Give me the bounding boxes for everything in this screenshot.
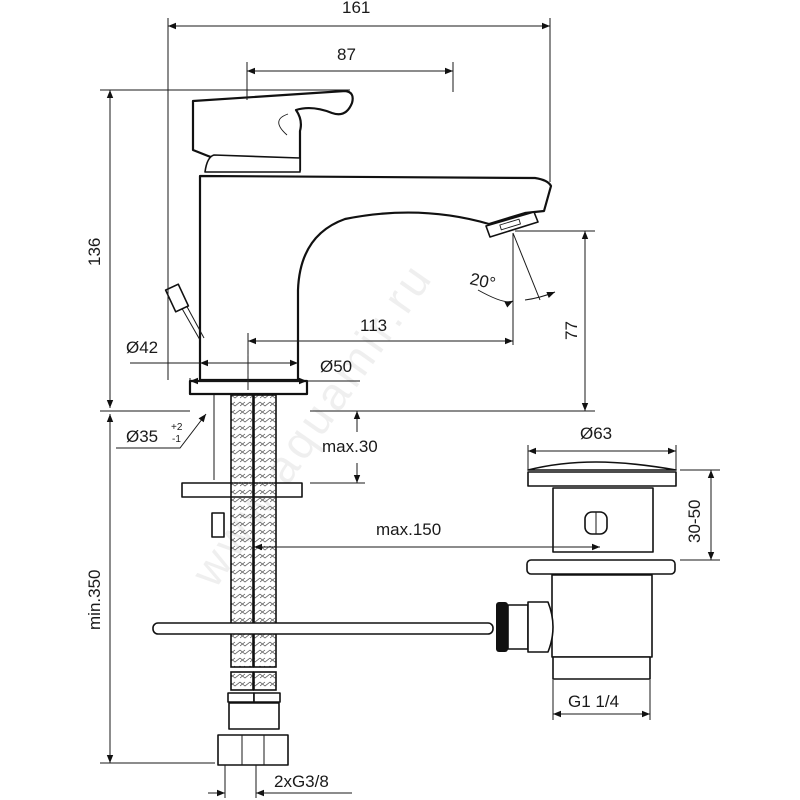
aerator	[485, 211, 539, 238]
dim-base-body-diameter: Ø42	[126, 338, 158, 357]
dim-overall-height: 136	[85, 238, 104, 266]
lift-rod	[152, 622, 494, 635]
dim-base-plate-diameter: Ø50	[320, 357, 352, 376]
pop-up-waste	[496, 461, 677, 680]
faucet-body	[198, 174, 553, 382]
dim-hole-tolerance-upper: +2	[171, 422, 183, 433]
dimension-lines	[100, 18, 720, 798]
lift-rod-knob	[164, 283, 190, 313]
dim-hole-tolerance-lower: -1	[172, 434, 181, 445]
supply-nut	[217, 734, 289, 766]
dim-handle-length: 87	[337, 45, 356, 64]
dim-hole-diameter: Ø35	[126, 427, 158, 446]
supply-hose-1	[230, 394, 254, 668]
dim-waste-distance: max.150	[376, 520, 441, 539]
dim-spout-angle: 20°	[468, 269, 497, 293]
dim-waste-diameter: Ø63	[580, 424, 612, 443]
dim-max-deck-thickness: max.30	[322, 437, 378, 456]
dim-waste-height: 30-50	[685, 500, 704, 543]
dim-hose-length: min.350	[85, 570, 104, 630]
dim-supply-thread: 2xG3/8	[274, 772, 329, 791]
supply-hose-2	[253, 394, 277, 668]
dim-spout-reach: 113	[360, 316, 387, 335]
dim-overall-width: 161	[342, 0, 370, 17]
faucet	[152, 89, 553, 766]
dim-waste-thread: G1 1/4	[568, 692, 619, 711]
dim-spout-height: 77	[562, 321, 581, 340]
